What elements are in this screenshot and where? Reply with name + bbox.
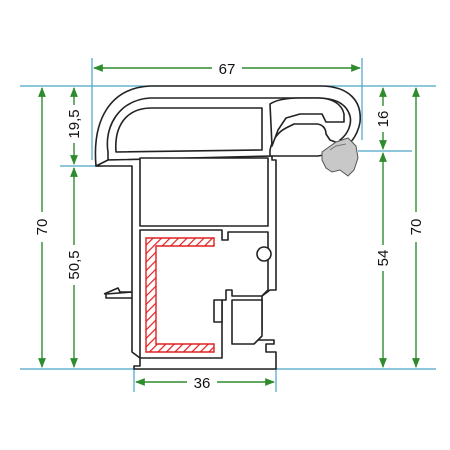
- reinforcement-channel: [145, 237, 215, 353]
- screw-port: [256, 246, 272, 262]
- dimension-labels: 67 36 70 19,5 50,5 16 54 70: [33, 60, 425, 392]
- profile-outline: [94, 85, 361, 370]
- head-chamber: [115, 107, 263, 153]
- top-width-label: 67: [219, 61, 236, 78]
- right-lower-chamber: [231, 299, 263, 345]
- left-total-height-label: 70: [34, 219, 51, 236]
- upper-chamber: [139, 157, 269, 227]
- left-lower-height-label: 50,5: [66, 250, 83, 279]
- lower-chamber: [139, 229, 269, 359]
- head-right-chamber: [269, 97, 345, 147]
- profile-head: [94, 85, 361, 167]
- right-total-height-label: 70: [408, 219, 425, 236]
- hook-slot: [213, 299, 223, 323]
- gasket: [321, 137, 359, 177]
- gasket-seal: [321, 137, 359, 177]
- bottom-width-label: 36: [194, 375, 211, 392]
- left-upper-height-label: 19,5: [66, 109, 83, 138]
- right-upper-height-label: 16: [375, 111, 392, 128]
- right-middle-height-label: 54: [375, 250, 392, 267]
- steel-reinforcement: [145, 237, 215, 353]
- left-tab: [103, 287, 132, 295]
